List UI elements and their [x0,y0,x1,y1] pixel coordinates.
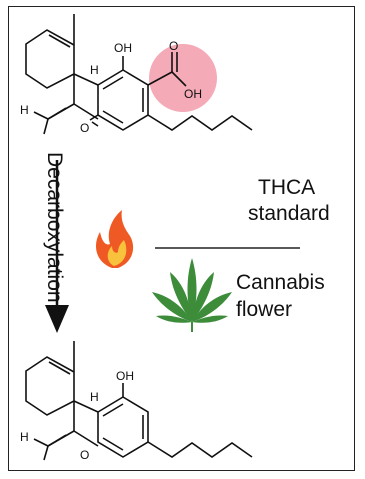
thca-ring-o-label: O [80,121,89,135]
thc-oh-label: OH [116,369,134,383]
thca-acid-o-label: O [169,39,178,53]
legend-flower-line2: flower [236,298,293,321]
legend-thca-line1: THCA [258,176,316,199]
thca-oh-label: OH [114,41,132,55]
thca-h-label-1: H [90,63,99,77]
process-label: Decarboxylation [43,152,66,303]
carboxyl-highlight [149,44,217,112]
legend-thca-line2: standard [248,202,330,225]
thc-h-label-1: H [90,390,99,404]
legend-flower-line1: Cannabis [236,271,325,294]
thca-structure [25,14,253,135]
thca-labels: OH H H O O OH [20,39,202,135]
flame-icon [96,210,134,268]
cannabis-leaf-icon [152,258,232,332]
thca-h-label-2: H [20,103,29,117]
thc-labels: OH H H O [20,369,134,462]
thca-acid-oh-label: OH [184,87,202,101]
down-arrow-icon [45,160,69,333]
thc-structure [25,341,253,461]
thc-h-label-2: H [20,430,29,444]
thc-ring-o-label: O [80,448,89,462]
